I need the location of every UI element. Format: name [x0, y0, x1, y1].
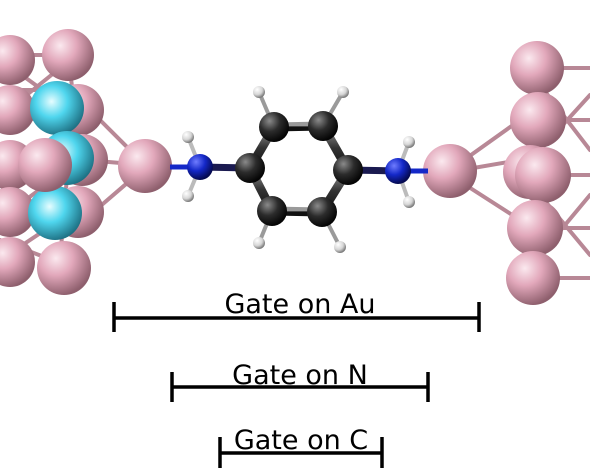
cyan-atom — [28, 186, 82, 240]
cyan-atom — [30, 81, 84, 135]
hydrogen-atom — [182, 190, 194, 202]
carbon-atom — [307, 197, 337, 227]
nitrogen-atom-right — [385, 158, 411, 184]
right-gold-electrode — [423, 41, 590, 305]
carbon-atom — [308, 111, 338, 141]
hydrogen-atom — [253, 86, 265, 98]
gate-on-c-label: Gate on C — [234, 425, 368, 456]
hydrogen-atom — [334, 241, 346, 253]
hydrogen-atom — [403, 136, 415, 148]
gate-on-au-label: Gate on Au — [224, 289, 375, 320]
left-gold-electrode — [0, 29, 172, 295]
gold-atom — [506, 251, 560, 305]
gold-apex-atom — [423, 144, 477, 198]
gold-atom — [510, 41, 564, 95]
gold-apex-atom — [118, 139, 172, 193]
gold-atom — [510, 92, 566, 148]
gold-atom — [0, 187, 35, 237]
gold-atom — [37, 241, 91, 295]
gold-atom — [42, 29, 94, 81]
gate-on-n-bracket — [170, 372, 430, 402]
hydrogen-atom — [182, 131, 194, 143]
carbon-atom — [257, 196, 287, 226]
hydrogen-atom — [403, 196, 415, 208]
carbon-atom — [235, 153, 265, 183]
gold-atom — [515, 147, 571, 203]
hydrogen-atom — [253, 237, 265, 249]
carbon-atom — [259, 112, 289, 142]
gold-atom — [0, 237, 35, 287]
gold-atom — [0, 35, 35, 85]
diamine-molecule — [170, 86, 428, 253]
gold-atom — [507, 200, 563, 256]
carbon-atom — [333, 155, 363, 185]
nitrogen-atom-left — [187, 154, 213, 180]
gold-atom — [0, 85, 35, 135]
gate-on-c-bracket — [218, 437, 384, 468]
gate-on-n-label: Gate on N — [232, 360, 368, 391]
gold-atom — [18, 138, 72, 192]
gate-on-au-bracket — [112, 302, 481, 332]
hydrogen-atom — [337, 86, 349, 98]
